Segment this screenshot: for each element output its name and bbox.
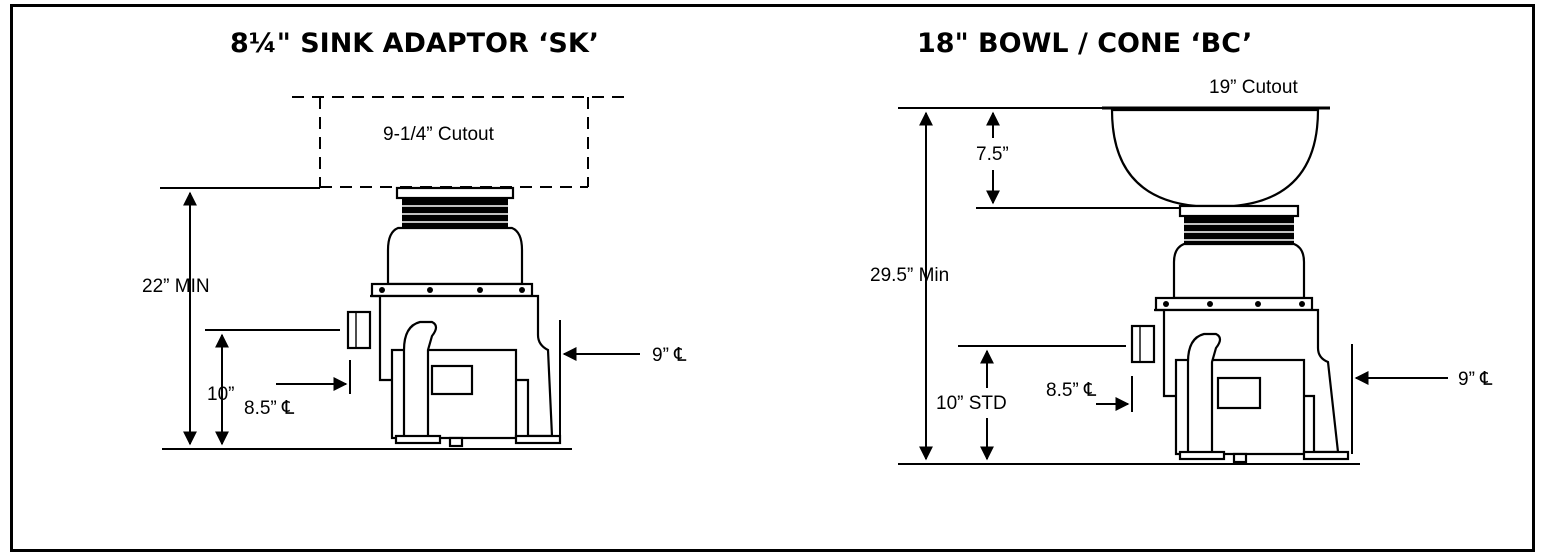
right-inlet-cl-label: 8.5” ℄ (1046, 380, 1097, 401)
left-outlet-cl-label: 9” ℄ (652, 345, 687, 366)
right-cutout-label: 19” Cutout (1209, 77, 1298, 98)
left-title: 8¼" SINK ADAPTOR ‘SK’ (230, 28, 599, 59)
right-title: 18" BOWL / CONE ‘BC’ (917, 28, 1252, 59)
right-outlet-cl-label: 9” ℄ (1458, 369, 1493, 390)
right-disposer (1130, 204, 1350, 464)
left-disposer (346, 186, 562, 448)
right-bowl-dim-label: 7.5” (976, 144, 1009, 165)
left-view: 8¼" SINK ADAPTOR ‘SK’ 9-1/4” Cutout (142, 28, 687, 450)
right-total-dim-label: 29.5” Min (870, 265, 949, 286)
right-view: 18" BOWL / CONE ‘BC’ 19” Cutout (870, 28, 1493, 465)
left-cutout-label: 9-1/4” Cutout (383, 124, 495, 145)
left-inlet-cl-label: 8.5” ℄ (244, 398, 295, 419)
left-total-dim-label: 22” MIN (142, 276, 210, 297)
right-inlet-dim-label: 10” STD (936, 393, 1007, 414)
right-bowl (1102, 106, 1330, 208)
sink-cutout-outline (292, 96, 628, 188)
left-inlet-dim-label: 10” (207, 384, 234, 405)
